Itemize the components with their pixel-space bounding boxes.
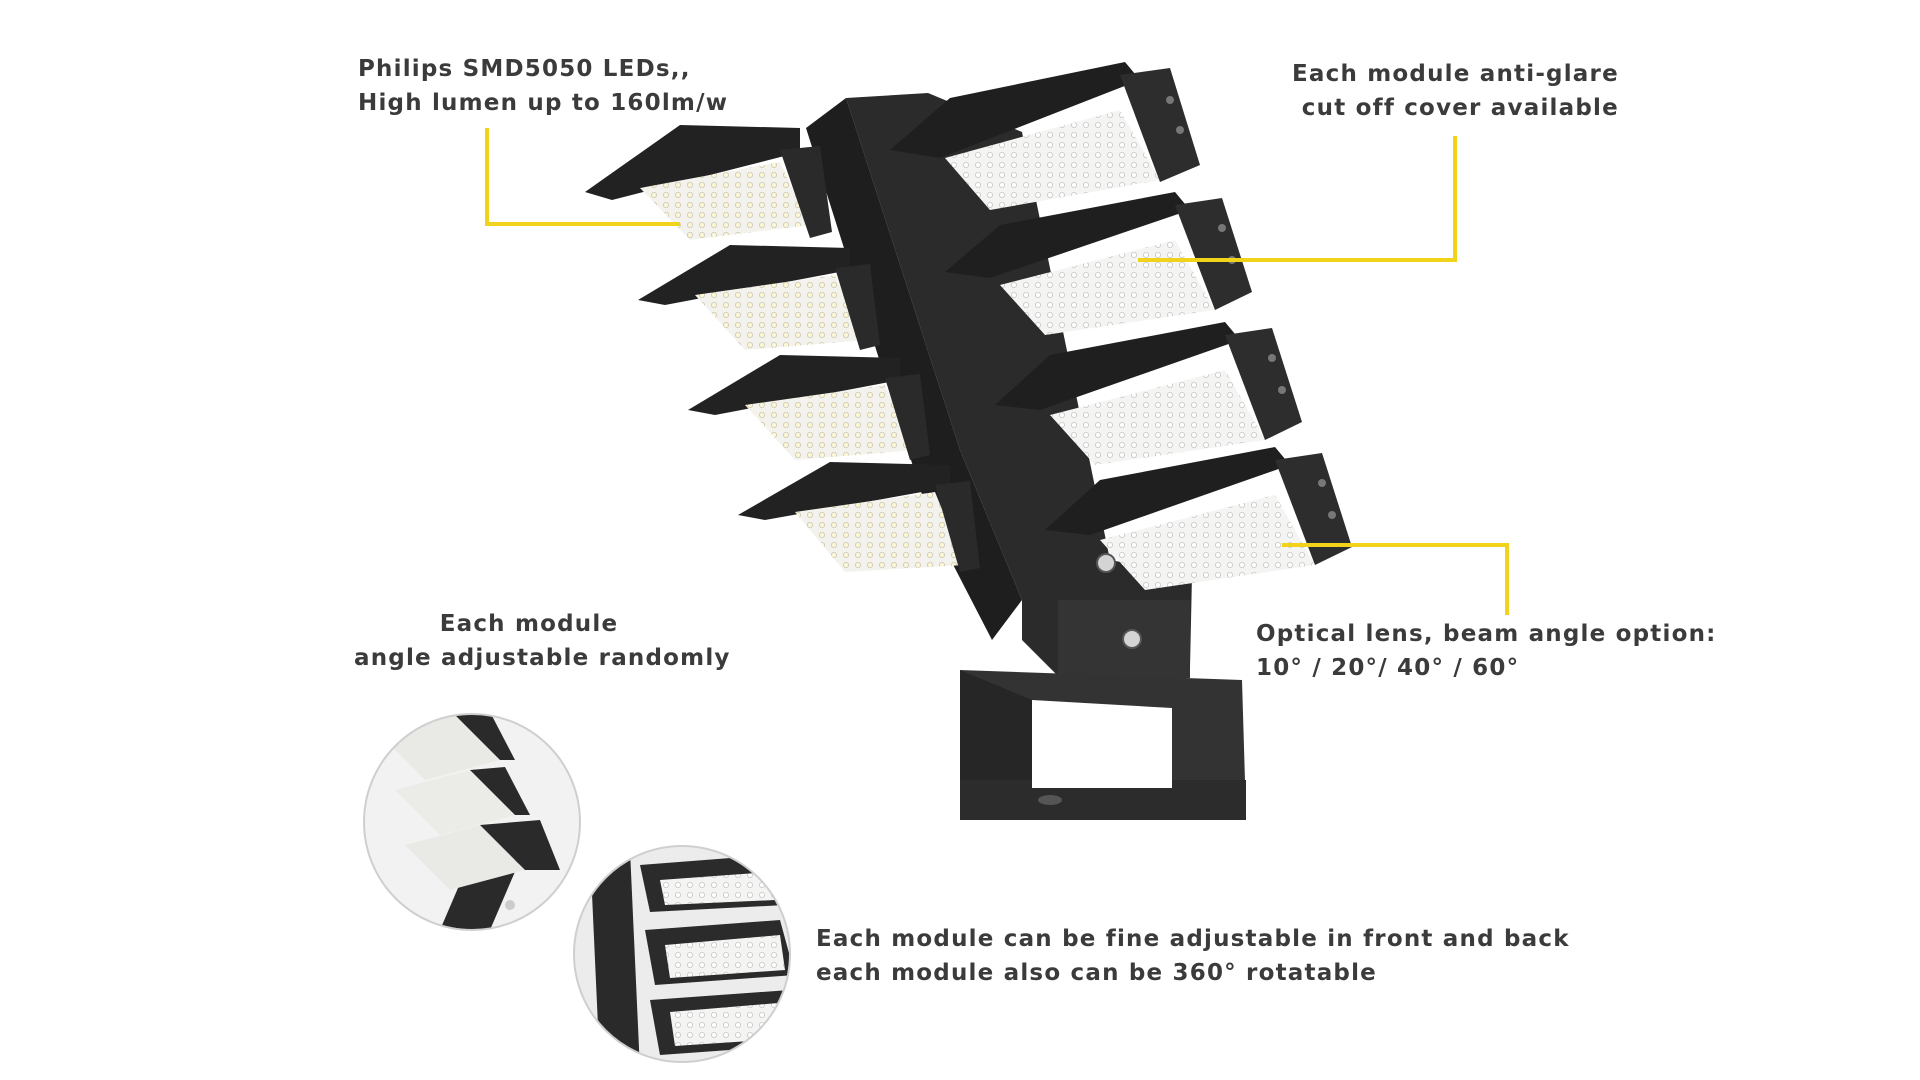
led-callout-line1: Philips SMD5050 LEDs,,	[358, 56, 691, 82]
led-callout: Philips SMD5050 LEDs,, High lumen up to …	[358, 52, 728, 120]
right-module-3	[995, 322, 1302, 465]
u-bracket	[960, 670, 1246, 820]
left-module-1	[585, 125, 832, 240]
anti-glare-callout: Each module anti-glare cut off cover ava…	[1292, 57, 1619, 125]
fine-adjust-callout-line2: each module also can be 360° rotatable	[816, 960, 1377, 986]
angle-callout-line2: angle adjustable randomly	[354, 645, 731, 671]
left-module-2	[638, 245, 880, 350]
anti-glare-callout-line2: cut off cover available	[1301, 95, 1619, 121]
right-module-4	[1045, 447, 1352, 590]
right-module-2	[945, 192, 1252, 335]
angle-callout: Each module angle adjustable randomly	[354, 607, 731, 675]
anti-glare-callout-line1: Each module anti-glare	[1292, 61, 1619, 87]
optics-callout-line2: 10° / 20°/ 40° / 60°	[1256, 655, 1520, 681]
fine-adjust-callout-line1: Each module can be fine adjustable in fr…	[816, 926, 1570, 952]
angle-callout-line1: Each module	[439, 611, 619, 637]
fine-adjust-callout: Each module can be fine adjustable in fr…	[816, 922, 1570, 990]
optics-callout: Optical lens, beam angle option: 10° / 2…	[1256, 617, 1717, 685]
right-module-1	[890, 62, 1200, 210]
leader-lines	[485, 128, 1509, 615]
detail-circle-rotation	[573, 845, 791, 1063]
detail-circle-angle	[363, 713, 581, 931]
left-module-3	[688, 355, 930, 460]
left-module-4	[738, 462, 980, 572]
led-callout-line2: High lumen up to 160lm/w	[358, 90, 729, 116]
optics-callout-line1: Optical lens, beam angle option:	[1256, 621, 1717, 647]
